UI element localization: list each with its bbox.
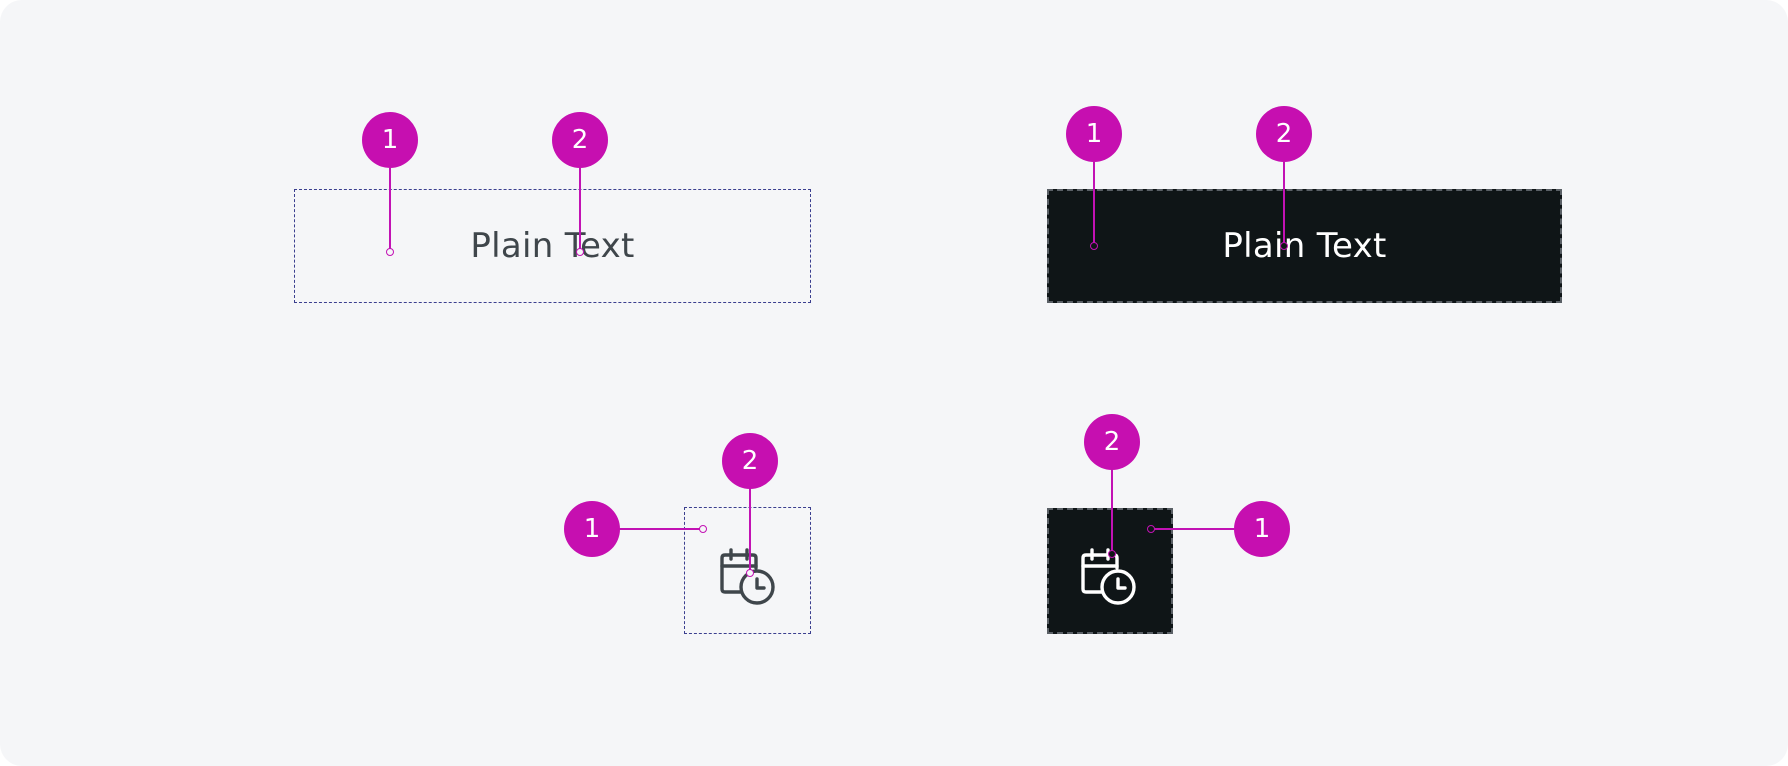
callout-marker-2: 2 xyxy=(552,112,608,168)
callout-marker-2: 2 xyxy=(1084,414,1140,470)
light-text-button-label: Plain Text xyxy=(470,226,635,266)
leader-anchor xyxy=(576,248,584,256)
callout-marker-1: 1 xyxy=(564,501,620,557)
leader-anchor xyxy=(699,525,707,533)
callout-marker-2: 2 xyxy=(722,433,778,489)
callout-marker-2: 2 xyxy=(1256,106,1312,162)
leader-anchor xyxy=(746,569,754,577)
callout-marker-1: 1 xyxy=(1066,106,1122,162)
leader-anchor xyxy=(1147,525,1155,533)
callout-marker-1: 1 xyxy=(362,112,418,168)
leader-line xyxy=(389,168,391,252)
calendar-clock-icon xyxy=(1081,548,1136,605)
leader-anchor xyxy=(1090,242,1098,250)
dark-text-button-container[interactable]: Plain Text xyxy=(1047,189,1562,303)
leader-line xyxy=(1283,162,1285,246)
leader-anchor xyxy=(386,248,394,256)
leader-line xyxy=(749,486,751,573)
leader-line xyxy=(1150,528,1234,530)
leader-line xyxy=(579,168,581,252)
leader-line xyxy=(618,528,704,530)
callout-marker-1: 1 xyxy=(1234,501,1290,557)
leader-line xyxy=(1111,466,1113,554)
leader-anchor xyxy=(1108,550,1116,558)
light-text-button-container[interactable]: Plain Text xyxy=(294,189,811,303)
leader-line xyxy=(1093,162,1095,246)
dark-text-button-label: Plain Text xyxy=(1222,226,1387,266)
leader-anchor xyxy=(1280,242,1288,250)
